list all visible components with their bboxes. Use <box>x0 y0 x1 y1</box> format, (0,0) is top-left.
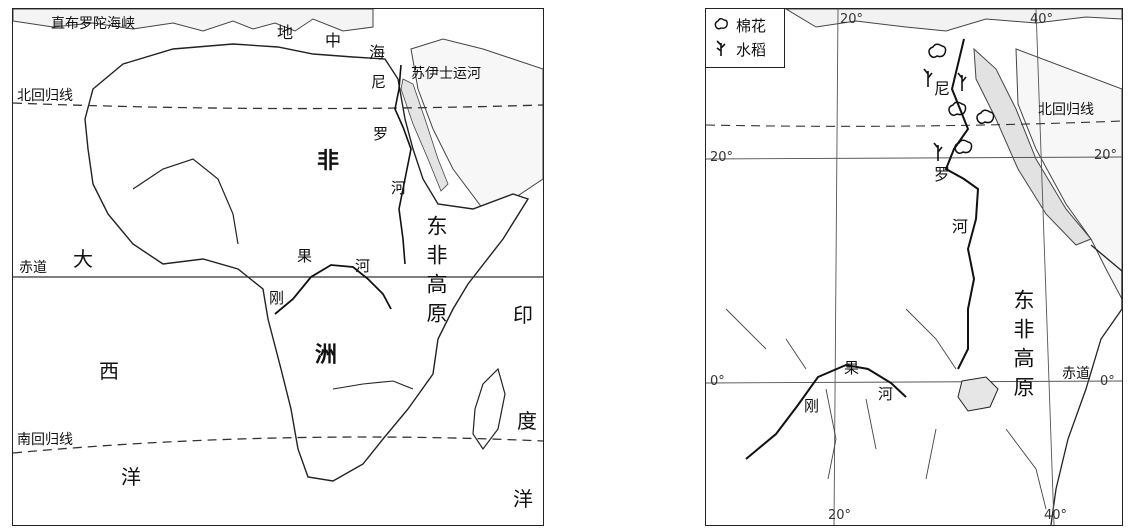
lat-20-right-label: 20° <box>1094 148 1118 163</box>
congo-guo-label: 果 <box>297 247 313 265</box>
congo-river <box>274 264 392 315</box>
nile-river <box>944 38 980 370</box>
equator-label: 赤道 <box>1062 366 1090 382</box>
tropic-of-cancer-line <box>13 102 543 110</box>
tributary-rivers <box>725 308 1047 510</box>
longitude-20-line <box>833 9 839 525</box>
longitude-40-line <box>1035 9 1055 525</box>
east-africa-plateau-label: 东非高原 <box>424 215 448 331</box>
congo-he-label: 河 <box>878 385 894 403</box>
niger-river <box>132 158 239 245</box>
africa-zhou-label: 洲 <box>315 343 338 368</box>
tropic-of-cancer-line <box>706 120 1122 127</box>
mediterranean-zhong-label: 中 <box>325 31 342 50</box>
nile-agriculture-map-drawing <box>706 9 1122 525</box>
nile-luo-label: 罗 <box>373 125 389 143</box>
lon-40-bottom-label: 40° <box>1044 508 1068 523</box>
legend-cotton-row: 棉花 <box>712 15 766 36</box>
gibraltar-label: 直布罗陀海峡 <box>51 16 135 32</box>
tropic-of-cancer-label: 北回归线 <box>17 88 73 104</box>
lat-20-left-label: 20° <box>710 150 734 165</box>
tropic-of-capricorn-line <box>13 436 543 454</box>
congo-gang-label: 刚 <box>269 289 285 307</box>
arabian-peninsula <box>410 38 543 210</box>
nile-luo-label: 罗 <box>934 165 951 184</box>
atlantic-xi-label: 西 <box>99 359 119 383</box>
africa-landmass <box>84 43 530 482</box>
lon-20-bottom-label: 20° <box>828 508 852 523</box>
suez-canal-label: 苏伊士运河 <box>411 66 481 82</box>
rice-icon <box>712 40 730 59</box>
map-legend: 棉花 水稻 <box>706 9 785 68</box>
lake-victoria <box>957 376 999 412</box>
nile-ni-label: 尼 <box>371 73 387 91</box>
arabian-peninsula <box>1015 48 1122 300</box>
cotton-icon <box>712 17 730 35</box>
lon-40-top-label: 40° <box>1030 12 1054 27</box>
mediterranean-hai-label: 海 <box>369 43 386 62</box>
lat-0-right-label: 0° <box>1100 374 1115 389</box>
indian-du-label: 度 <box>517 409 537 433</box>
nile-he-label: 河 <box>952 217 969 236</box>
atlantic-da-label: 大 <box>73 247 93 271</box>
congo-river <box>745 363 907 460</box>
congo-he-label: 河 <box>355 257 371 275</box>
nile-ni-label: 尼 <box>934 79 951 98</box>
tropic-of-cancer-label: 北回归线 <box>1038 102 1094 118</box>
europe-landmass <box>13 9 374 32</box>
latitude-0-line <box>706 380 1122 384</box>
latitude-20-line <box>706 156 1122 160</box>
lat-0-left-label: 0° <box>710 374 725 389</box>
congo-guo-label: 果 <box>844 359 860 377</box>
atlantic-yang-label: 洋 <box>121 465 141 489</box>
madagascar <box>472 367 506 451</box>
africa-overview-map: 直布罗陀海峡 地 中 海 苏伊士运河 北回归线 赤道 南回归线 非 洲 尼 罗 … <box>12 8 544 526</box>
africa-overview-map-drawing <box>13 9 543 482</box>
red-sea <box>400 78 449 192</box>
zambezi-river <box>332 380 414 390</box>
mediterranean-di-label: 地 <box>277 23 294 42</box>
indian-yang-label: 洋 <box>513 487 533 511</box>
legend-cotton-label: 棉花 <box>736 17 767 35</box>
lon-20-top-label: 20° <box>840 12 864 27</box>
congo-gang-label: 刚 <box>804 397 820 415</box>
nile-river <box>394 64 412 265</box>
legend-rice-label: 水稻 <box>736 41 767 59</box>
indian-yin-label: 印 <box>513 303 533 327</box>
africa-fei-label: 非 <box>317 149 340 174</box>
equator-label: 赤道 <box>19 260 47 276</box>
legend-rice-row: 水稻 <box>712 39 766 60</box>
north-land <box>785 9 1122 32</box>
nile-agriculture-map: 棉花 水稻 20° 40° 20° 40° 20° 20° 0° 0° 北回归线… <box>705 8 1123 526</box>
east-africa-plateau-label: 东非高原 <box>1011 289 1035 405</box>
horn-of-africa-coast <box>1050 244 1122 525</box>
tropic-of-capricorn-label: 南回归线 <box>17 432 73 448</box>
nile-he-label: 河 <box>391 179 407 197</box>
